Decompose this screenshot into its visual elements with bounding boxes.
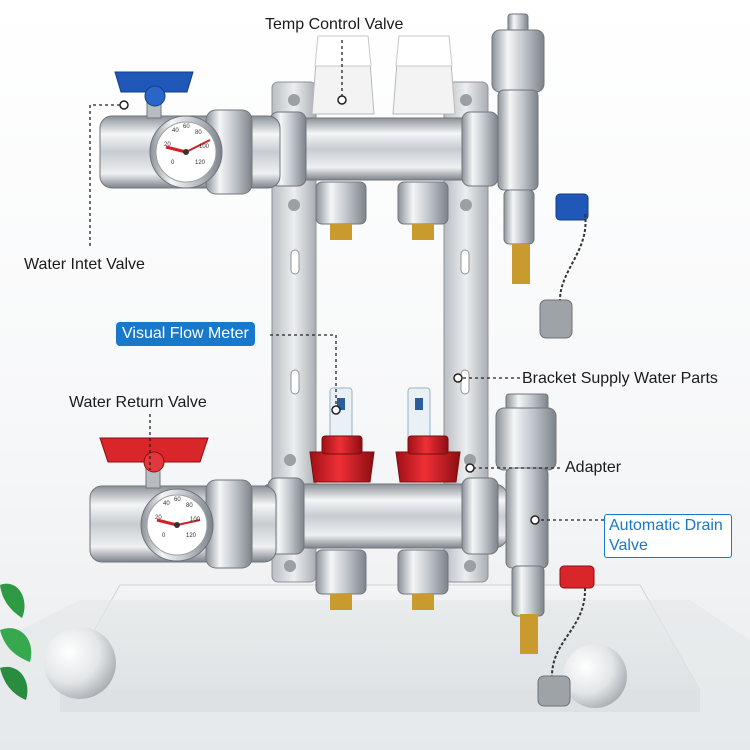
- decor-sphere-left: [44, 627, 116, 699]
- return-gauge-tick: 120: [186, 533, 197, 539]
- label-water-return-valve: Water Return Valve: [69, 394, 207, 411]
- return-gauge-tick: 20: [155, 515, 162, 521]
- label-visual-flow-meter: Visual Flow Meter: [116, 322, 255, 346]
- inlet-pressure-gauge: [149, 115, 223, 189]
- inlet-gauge-tick: 120: [195, 160, 206, 166]
- inlet-gauge-tick: 0: [171, 160, 175, 166]
- supply-manifold: [257, 111, 509, 240]
- label-automatic-drain-valve-line2: Valve: [609, 537, 648, 554]
- inlet-gauge-tick: 40: [172, 128, 179, 134]
- leader-lines: [89, 40, 604, 521]
- label-adapter: Adapter: [565, 459, 622, 476]
- inlet-gauge-tick: 60: [183, 124, 190, 130]
- supply-air-vent-assembly: [491, 13, 589, 339]
- flow-meter-caps: [309, 435, 461, 483]
- temp-control-valve-heads: [311, 35, 456, 115]
- inlet-gauge-tick: 80: [195, 130, 202, 136]
- bracket-left: [271, 81, 317, 583]
- return-gauge-tick: 60: [174, 497, 181, 503]
- return-pressure-gauge: [140, 488, 214, 562]
- label-automatic-drain-valve-line1: Automatic Drain: [609, 517, 723, 534]
- flow-meter-tubes: [329, 387, 431, 441]
- return-gauge-tick: 100: [190, 517, 201, 523]
- return-gauge-tick: 40: [163, 501, 170, 507]
- plant-leaves: [0, 583, 32, 700]
- decor-sphere-right: [563, 644, 627, 708]
- label-bracket-supply-water-parts: Bracket Supply Water Parts: [522, 370, 718, 387]
- inlet-gauge-tick: 100: [199, 144, 210, 150]
- return-gauge-tick: 80: [186, 503, 193, 509]
- return-air-vent-assembly: [495, 393, 595, 707]
- return-manifold: [257, 477, 509, 610]
- label-automatic-drain-valve: Automatic Drain Valve: [604, 514, 732, 558]
- label-water-inlet-valve: Water Intet Valve: [24, 256, 145, 273]
- return-gauge-tick: 0: [162, 533, 166, 539]
- inlet-gauge-tick: 20: [164, 142, 171, 148]
- leader-dots: [119, 95, 540, 525]
- label-temp-control-valve: Temp Control Valve: [265, 16, 404, 33]
